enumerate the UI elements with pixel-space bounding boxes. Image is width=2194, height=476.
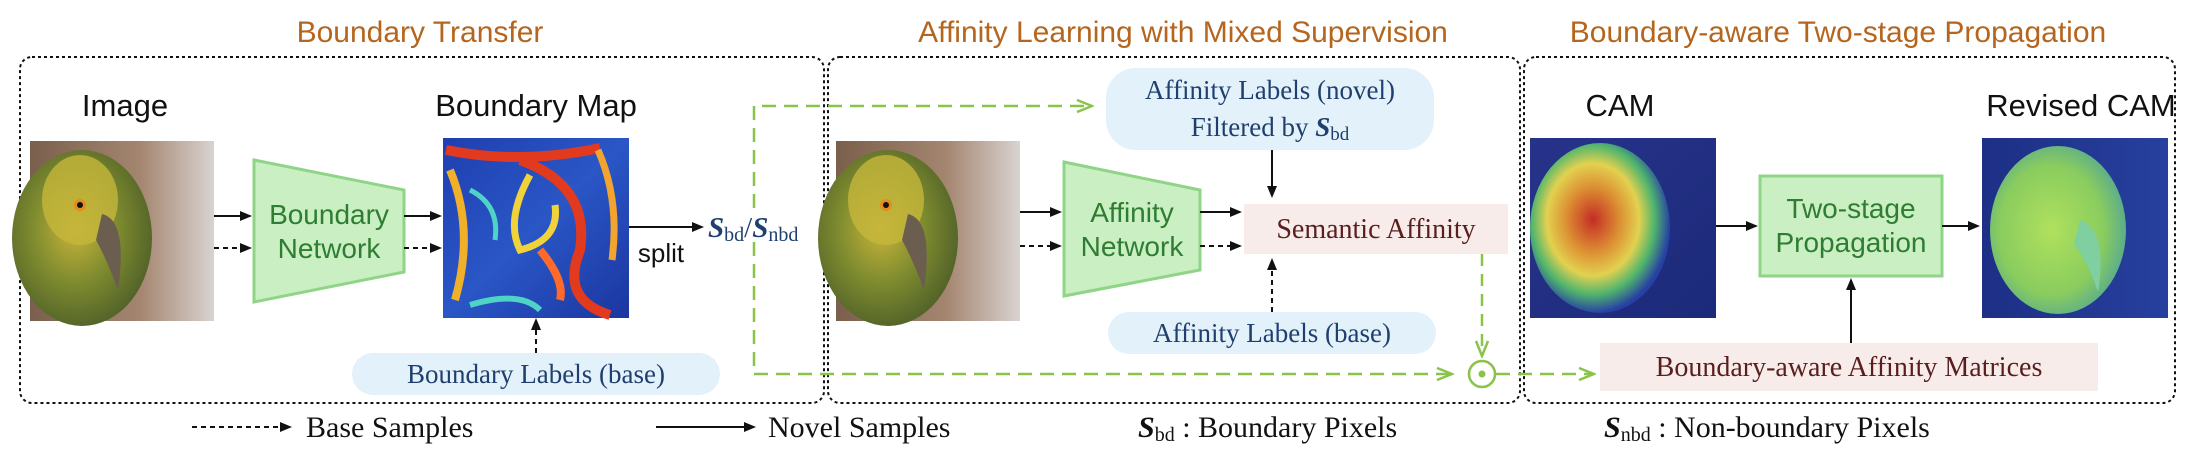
affinity-matrices-text: Boundary-aware Affinity Matrices <box>1656 352 2043 383</box>
boundary-network-label-1: Boundary <box>269 199 389 230</box>
green-route-to-novel-labels <box>752 106 1092 208</box>
image-label: Image <box>82 88 168 123</box>
base-affinity-labels-pill <box>1108 312 1436 354</box>
revised-cam-label: Revised CAM <box>1986 88 2176 123</box>
panel-affinity-learning <box>827 56 1521 404</box>
affinity-network-label-1: Affinity <box>1090 197 1174 228</box>
boundary-network-label-2: Network <box>278 233 382 264</box>
split-label: split <box>638 238 685 268</box>
semantic-affinity-text: Semantic Affinity <box>1276 214 1475 245</box>
legend-base-text: Base Samples <box>306 411 473 444</box>
legend-bd: Sbd : Boundary Pixels <box>1138 411 1397 446</box>
base-affinity-labels-text: Affinity Labels (base) <box>1153 318 1391 348</box>
affinity-network-label-2: Network <box>1081 231 1185 262</box>
affinity-matrices-box <box>1600 343 2098 391</box>
affinity-network-block <box>1062 160 1202 298</box>
section-title-boundary-transfer: Boundary Transfer <box>297 16 544 49</box>
novel-affinity-labels-text-2: Filtered by Sbd <box>1191 112 1350 145</box>
boundary-network-block <box>252 158 406 304</box>
two-stage-propagation-box <box>1758 174 1944 278</box>
legend: Base Samples Novel Samples Sbd : Boundar… <box>192 411 1930 446</box>
split-output-symbols: Sbd/Snbd <box>708 212 798 246</box>
legend-novel-text: Novel Samples <box>768 411 950 444</box>
panel-propagation <box>1523 56 2176 404</box>
semantic-affinity-box <box>1244 204 1508 254</box>
propagation-label-2: Propagation <box>1775 227 1926 258</box>
elementwise-product-icon <box>1467 359 1497 389</box>
boundary-labels-pill <box>352 353 720 395</box>
boundary-labels-text: Boundary Labels (base) <box>407 359 665 389</box>
novel-affinity-labels-text-1: Affinity Labels (novel) <box>1145 75 1395 105</box>
boundary-map-label: Boundary Map <box>435 88 637 123</box>
boundary-map-image <box>443 138 629 320</box>
affinity-input-image <box>818 141 1020 326</box>
cam-label: CAM <box>1586 88 1655 123</box>
section-title-propagation: Boundary-aware Two-stage Propagation <box>1570 16 2106 49</box>
panel-boundary-transfer <box>19 56 825 404</box>
cam-image <box>1530 138 1716 318</box>
section-title-affinity-learning: Affinity Learning with Mixed Supervision <box>918 16 1448 49</box>
green-route-to-product <box>752 242 1452 374</box>
input-image <box>12 141 214 326</box>
novel-affinity-labels-pill <box>1106 68 1434 150</box>
legend-nbd: Snbd : Non-boundary Pixels <box>1604 411 1930 446</box>
revised-cam-image <box>1982 138 2168 318</box>
propagation-label-1: Two-stage <box>1786 193 1915 224</box>
